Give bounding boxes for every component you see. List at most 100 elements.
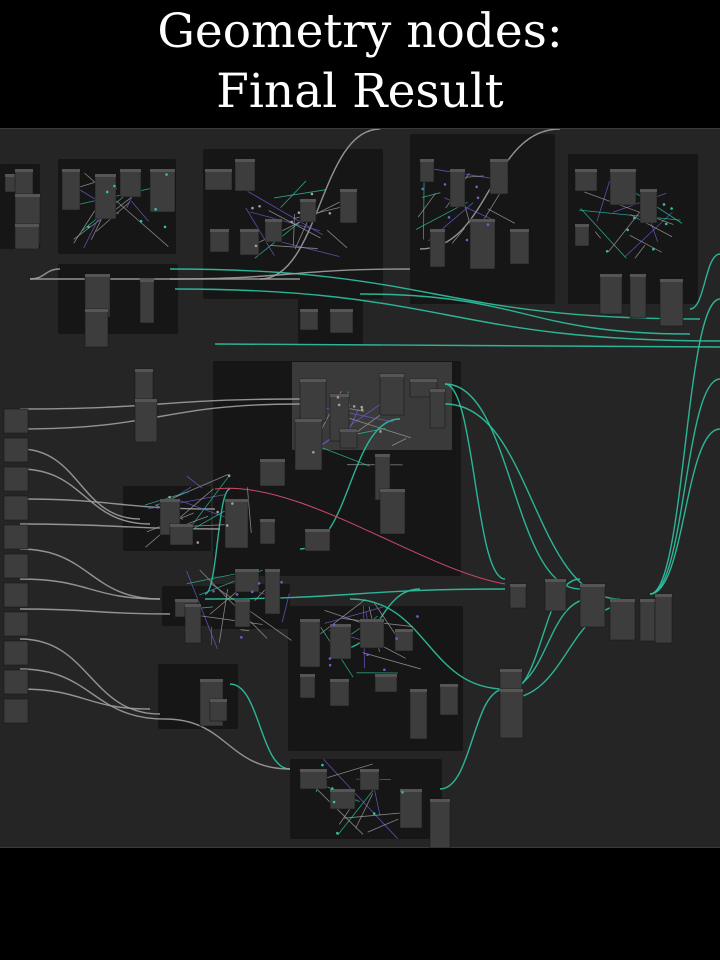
node-socket-53[interactable] (240, 636, 243, 639)
node-53[interactable] (184, 603, 202, 644)
node-header-75[interactable] (640, 599, 655, 602)
input-node-8[interactable] (3, 640, 29, 666)
node-socket-3[interactable] (664, 222, 668, 226)
node-15[interactable] (264, 218, 283, 243)
node-header-42[interactable] (260, 459, 285, 462)
node-frame-6[interactable] (568, 154, 698, 304)
node-socket-5[interactable] (332, 623, 336, 627)
node-header-56[interactable] (330, 624, 351, 627)
node-socket-18[interactable] (113, 184, 116, 188)
input-node-6[interactable] (3, 582, 29, 608)
input-node-5[interactable] (3, 553, 29, 579)
node-socket-51[interactable] (331, 787, 334, 790)
node-44[interactable] (259, 518, 276, 545)
node-header-57[interactable] (360, 619, 384, 622)
node-72[interactable] (544, 578, 567, 612)
node-socket-38[interactable] (421, 187, 424, 191)
node-26[interactable] (574, 168, 598, 192)
node-17[interactable] (339, 188, 358, 224)
node-header-10[interactable] (140, 279, 154, 282)
node-header-26[interactable] (575, 169, 597, 172)
node-57[interactable] (359, 618, 385, 649)
node-socket-32[interactable] (395, 637, 398, 640)
node-socket-15[interactable] (401, 790, 404, 794)
node-header-20[interactable] (420, 159, 434, 162)
node-header-72[interactable] (545, 579, 566, 582)
node-header-64[interactable] (200, 679, 223, 682)
node-47[interactable] (379, 488, 406, 535)
node-header-37[interactable] (380, 374, 404, 377)
node-header-43[interactable] (225, 499, 248, 502)
node-65[interactable] (209, 698, 228, 722)
node-socket-7[interactable] (225, 524, 229, 527)
node-socket-20[interactable] (465, 238, 469, 242)
node-frame-1[interactable] (58, 159, 176, 254)
node-header-49[interactable] (170, 524, 193, 527)
node-socket-28[interactable] (258, 204, 261, 208)
node-20[interactable] (419, 158, 435, 183)
node-63[interactable] (439, 683, 459, 716)
node-70[interactable] (429, 798, 451, 849)
node-header-50[interactable] (235, 569, 259, 572)
node-header-11[interactable] (205, 169, 232, 172)
node-31[interactable] (629, 273, 647, 319)
node-header-40[interactable] (295, 419, 322, 422)
node-header-35[interactable] (300, 379, 326, 382)
input-node-1[interactable] (3, 437, 29, 463)
node-socket-58[interactable] (360, 405, 364, 409)
node-62[interactable] (409, 688, 428, 740)
node-76[interactable] (654, 593, 673, 644)
input-node-3[interactable] (3, 495, 29, 521)
node-34[interactable] (134, 398, 158, 443)
node-header-29[interactable] (575, 224, 589, 227)
node-socket-57[interactable] (626, 228, 629, 232)
node-header-28[interactable] (640, 189, 657, 192)
node-51[interactable] (264, 568, 281, 615)
node-header-13[interactable] (210, 229, 229, 232)
node-socket-4[interactable] (337, 403, 341, 407)
node-socket-26[interactable] (235, 593, 239, 596)
node-socket-12[interactable] (662, 203, 666, 206)
node-40[interactable] (294, 418, 323, 471)
node-header-9[interactable] (85, 309, 108, 312)
node-header-21[interactable] (450, 169, 465, 172)
node-header-78[interactable] (500, 689, 523, 692)
node-32[interactable] (659, 278, 684, 327)
node-socket-50[interactable] (328, 663, 332, 667)
node-socket-14[interactable] (328, 657, 332, 660)
node-header-61[interactable] (375, 674, 397, 677)
node-header-45[interactable] (305, 529, 330, 532)
node-27[interactable] (609, 168, 637, 206)
node-socket-29[interactable] (447, 216, 451, 219)
node-header-54[interactable] (235, 599, 250, 602)
node-socket-24[interactable] (321, 763, 324, 767)
node-socket-31[interactable] (336, 395, 340, 399)
node-42[interactable] (259, 458, 286, 487)
node-header-24[interactable] (470, 219, 495, 222)
node-socket-41[interactable] (366, 653, 369, 657)
node-socket-23[interactable] (416, 615, 419, 618)
node-header-51[interactable] (265, 569, 280, 572)
node-71[interactable] (509, 583, 527, 609)
node-header-33[interactable] (135, 369, 153, 372)
node-header-60[interactable] (330, 679, 349, 682)
node-socket-36[interactable] (105, 190, 109, 194)
node-18[interactable] (299, 308, 319, 331)
node-header-70[interactable] (430, 799, 450, 802)
node-header-30[interactable] (600, 274, 622, 277)
node-75[interactable] (639, 598, 656, 642)
node-socket-25[interactable] (227, 474, 231, 478)
node-header-67[interactable] (330, 789, 355, 792)
node-header-59[interactable] (300, 674, 315, 677)
node-39[interactable] (429, 388, 446, 429)
node-6[interactable] (119, 168, 142, 198)
node-socket-43[interactable] (196, 541, 200, 544)
node-socket-33[interactable] (332, 800, 336, 804)
node-socket-44[interactable] (280, 580, 283, 584)
node-socket-0[interactable] (87, 225, 90, 229)
node-22[interactable] (489, 158, 509, 195)
node-19[interactable] (329, 308, 354, 334)
node-37[interactable] (379, 373, 405, 416)
node-7[interactable] (149, 168, 176, 213)
node-header-39[interactable] (430, 389, 445, 392)
